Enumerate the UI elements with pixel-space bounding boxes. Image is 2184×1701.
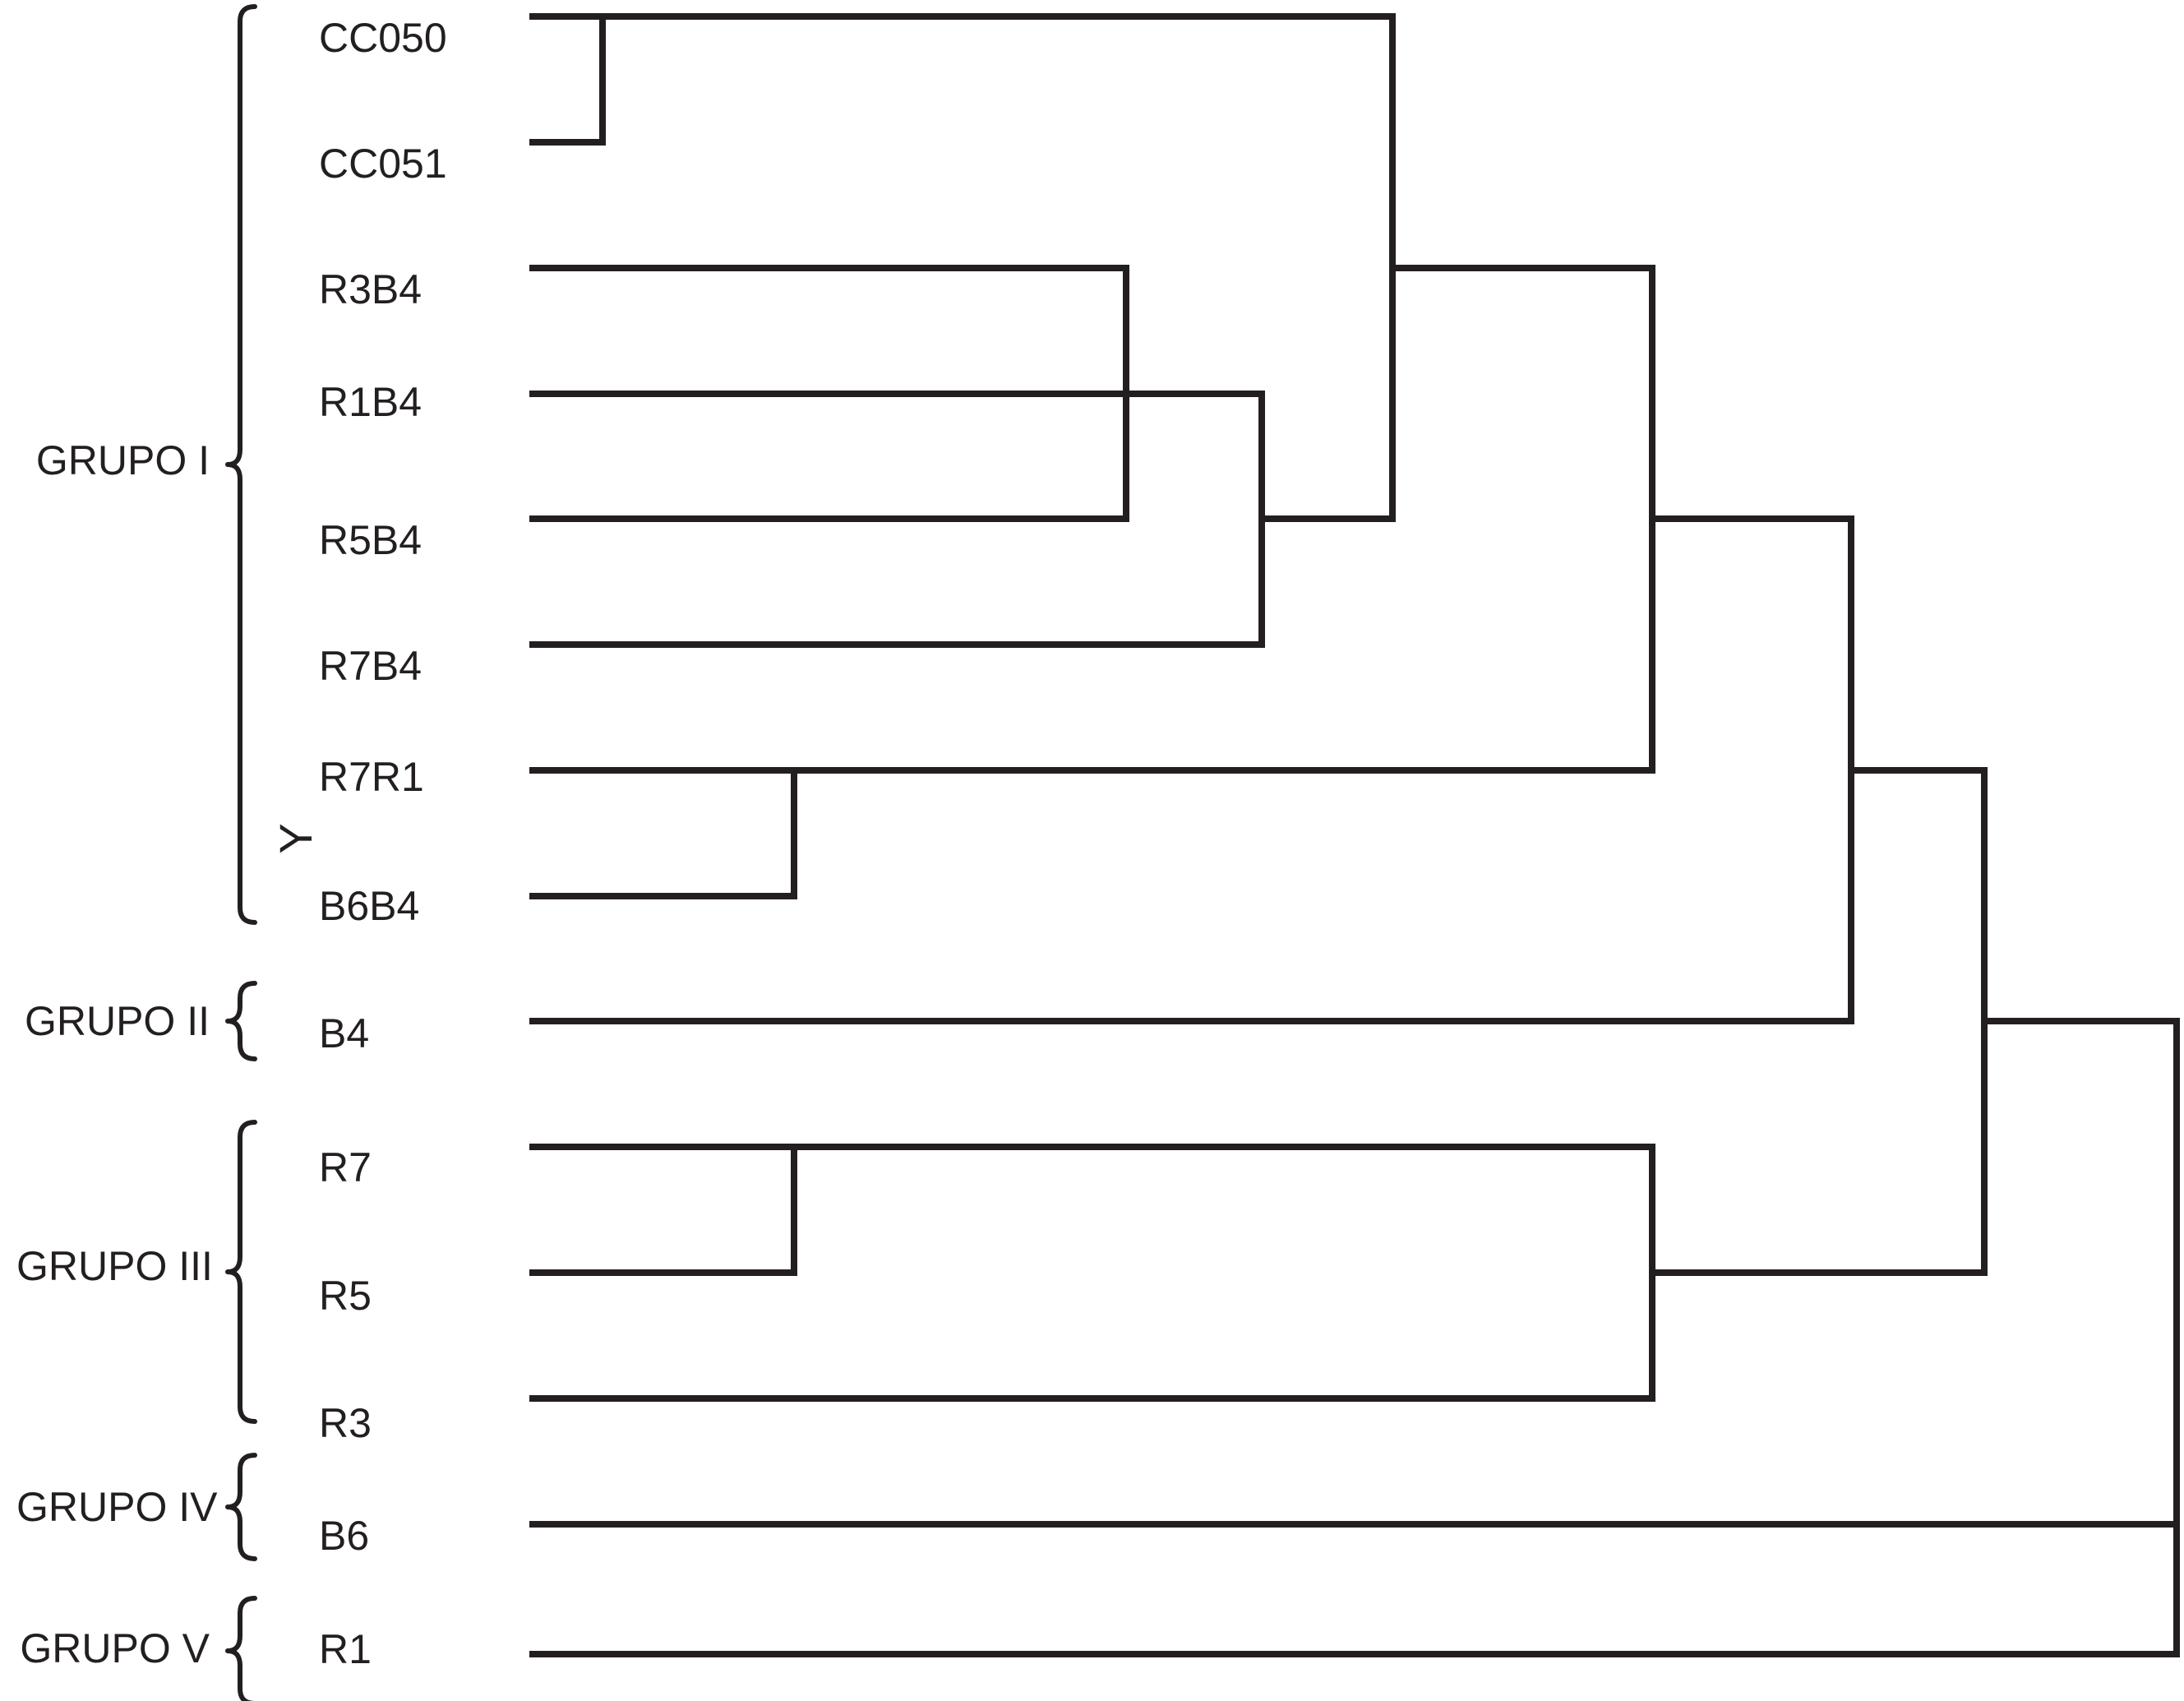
junction-join-cc-with-rb4-group xyxy=(1389,13,1396,522)
branch-r1b4-branch xyxy=(529,391,1265,397)
leaf-label-r5: R5 xyxy=(319,1273,372,1319)
branch-upper-cluster-output xyxy=(1649,515,1854,522)
leaf-label-r1: R1 xyxy=(319,1626,372,1672)
group-brace-grupo-iv xyxy=(225,1453,257,1561)
leaf-label-r1b4: R1B4 xyxy=(319,379,422,425)
leaf-label-r7b4: R7B4 xyxy=(319,643,422,689)
branch-grupo123-cluster-output xyxy=(1981,1018,2180,1024)
junction-join-upper-with-b4 xyxy=(1848,515,1854,1024)
leaf-label-r7r1: R7R1 xyxy=(319,754,424,800)
group-label-grupo-ii: GRUPO II xyxy=(24,998,210,1044)
group-label-grupo-iv: GRUPO IV xyxy=(16,1484,218,1530)
branch-r1-branch xyxy=(529,1651,2180,1657)
y-hybrid-marker: Y xyxy=(270,823,321,854)
junction-join-upper-with-grupo3 xyxy=(1981,767,1988,1276)
branch-cc050-branch xyxy=(529,13,1396,20)
branch-b6b4-branch xyxy=(529,893,797,899)
junction-join-upper-with-r7r1 xyxy=(1649,265,1655,774)
junction-join-r3b4-r5b4 xyxy=(1123,265,1129,522)
branch-r3-branch xyxy=(529,1395,1655,1402)
branch-b4-branch xyxy=(529,1018,1854,1024)
branch-r7r1-branch xyxy=(529,767,1655,774)
leaf-label-cc051: CC051 xyxy=(319,141,447,187)
leaf-label-r3: R3 xyxy=(319,1400,372,1446)
branch-b4-cluster-output xyxy=(1848,767,1988,774)
leaf-label-r3b4: R3B4 xyxy=(319,266,422,312)
leaf-label-b6b4: B6B4 xyxy=(319,883,420,929)
branch-r5b4-branch xyxy=(529,515,1129,522)
group-label-grupo-i: GRUPO I xyxy=(35,437,210,483)
leaf-label-r5b4: R5B4 xyxy=(319,517,422,563)
junction-join-r1b4-r7b4 xyxy=(1258,391,1265,648)
junction-join-cc050-cc051 xyxy=(599,13,606,146)
junction-join-r7r1-b6b4 xyxy=(791,767,797,899)
branch-b6-branch xyxy=(529,1521,2180,1528)
leaf-label-cc050: CC050 xyxy=(319,15,447,61)
branch-r5-branch xyxy=(529,1269,797,1276)
junction-join-r7r5-with-r3 xyxy=(1649,1144,1655,1402)
group-brace-grupo-i xyxy=(225,4,257,925)
junction-root-join xyxy=(2173,1018,2180,1657)
group-brace-grupo-iii xyxy=(225,1120,257,1424)
branch-r1b4-r7b4-output xyxy=(1258,515,1396,522)
branch-cc051-branch xyxy=(529,139,606,146)
branch-cc-cluster-output xyxy=(1389,265,1655,271)
group-brace-grupo-v xyxy=(225,1596,257,1701)
branch-r7b4-branch xyxy=(529,641,1265,648)
junction-join-r7-r5 xyxy=(791,1144,797,1276)
group-brace-grupo-ii xyxy=(225,981,257,1061)
branch-r3b4-branch xyxy=(529,265,1129,271)
leaf-label-b6: B6 xyxy=(319,1513,370,1559)
leaf-label-r7: R7 xyxy=(319,1144,372,1190)
group-label-grupo-v: GRUPO V xyxy=(20,1625,210,1671)
branch-r7-branch xyxy=(529,1144,1655,1150)
leaf-label-b4: B4 xyxy=(319,1010,370,1056)
group-label-grupo-iii: GRUPO III xyxy=(16,1243,213,1289)
branch-grupo3-cluster-output xyxy=(1649,1269,1988,1276)
